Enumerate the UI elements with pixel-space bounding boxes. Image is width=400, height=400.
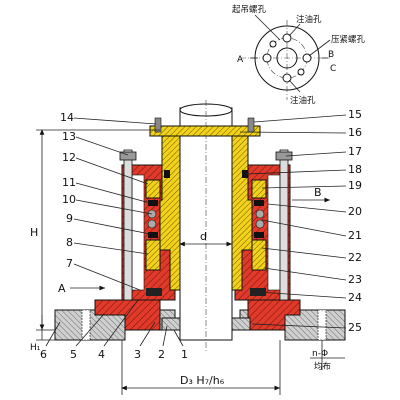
part-4: 4 [98, 348, 105, 361]
ring-right-upper [251, 179, 267, 199]
part-18: 18 [348, 163, 362, 176]
seal-face-left-1 [148, 200, 158, 206]
part-8: 8 [66, 236, 73, 249]
flange-hole-left [81, 309, 91, 341]
cavity-right [267, 174, 281, 291]
n-phi-label: n-Φ [312, 349, 328, 359]
arrow-A-label: A [58, 282, 66, 295]
stud-left [123, 149, 133, 301]
part-25: 25 [348, 321, 362, 334]
section-view: H H₁ d D₃ H₇/h₆ A B n-Φ 均布 14 13 12 [30, 100, 362, 395]
oil-hole-bottom-label: 注油孔 [290, 95, 316, 106]
part-1: 1 [181, 348, 188, 361]
flange-hole-right [317, 309, 327, 341]
dim-D3-label: D₃ H₇/h₆ [180, 374, 225, 387]
o-ring-left [164, 170, 170, 178]
drive-collar [149, 125, 261, 137]
seal-gland-left [146, 288, 162, 296]
top-bolt-right [247, 117, 255, 133]
ring-left-lower [145, 239, 161, 271]
even-dist-label: 均布 [314, 361, 331, 372]
part-13: 13 [62, 130, 76, 143]
part-19: 19 [348, 179, 362, 192]
lifting-bolt-hole-label: 起吊螺孔 [232, 4, 267, 15]
seal-face-right-1 [254, 200, 264, 206]
part-14: 14 [60, 111, 74, 124]
top-B-label: B [328, 50, 334, 60]
arrow-B-label: B [314, 186, 322, 199]
spring-left-2 [147, 219, 157, 229]
dim-H1-label: H₁ [30, 343, 41, 353]
dim-H-label: H [30, 226, 38, 239]
part-7: 7 [66, 257, 73, 270]
part-24: 24 [348, 291, 362, 304]
bolt-hole-br [297, 68, 305, 76]
seal-face-right-2 [254, 232, 264, 238]
part-22: 22 [348, 251, 362, 264]
part-11: 11 [62, 176, 76, 189]
ring-right-lower [251, 239, 267, 271]
bolt-hole-left [262, 53, 272, 63]
base-ring-right [231, 317, 251, 331]
top-C-label: C [330, 64, 336, 74]
part-16: 16 [348, 126, 362, 139]
tightening-bolt-hole-label: 压紧螺孔 [331, 34, 366, 45]
part-15: 15 [348, 108, 362, 121]
spring-right-1 [255, 209, 265, 219]
dim-d-label: d [200, 230, 207, 243]
part-9: 9 [66, 212, 73, 225]
nut-left [119, 151, 137, 161]
part-12: 12 [62, 151, 76, 164]
part-3: 3 [134, 348, 141, 361]
ring-left-upper [145, 179, 161, 199]
o-ring-right [242, 170, 248, 178]
part-21: 21 [348, 229, 362, 242]
part-6: 6 [40, 348, 47, 361]
shaft-bore-circle [276, 47, 298, 69]
oil-hole-top-label: 注油孔 [296, 14, 322, 25]
part-5: 5 [70, 348, 77, 361]
part-17: 17 [348, 145, 362, 158]
spring-right-2 [255, 219, 265, 229]
base-ring-left [161, 317, 181, 331]
part-20: 20 [348, 205, 362, 218]
top-bolt-left [154, 117, 162, 133]
bolt-hole-tl [269, 40, 277, 48]
part-10: 10 [62, 193, 76, 206]
part-2: 2 [158, 348, 165, 361]
top-view: 起吊螺孔 注油孔 压紧螺孔 注油孔 A B C [232, 4, 366, 106]
part-23: 23 [348, 273, 362, 286]
seal-face-left-2 [148, 232, 158, 238]
top-A-label: A [237, 55, 244, 65]
